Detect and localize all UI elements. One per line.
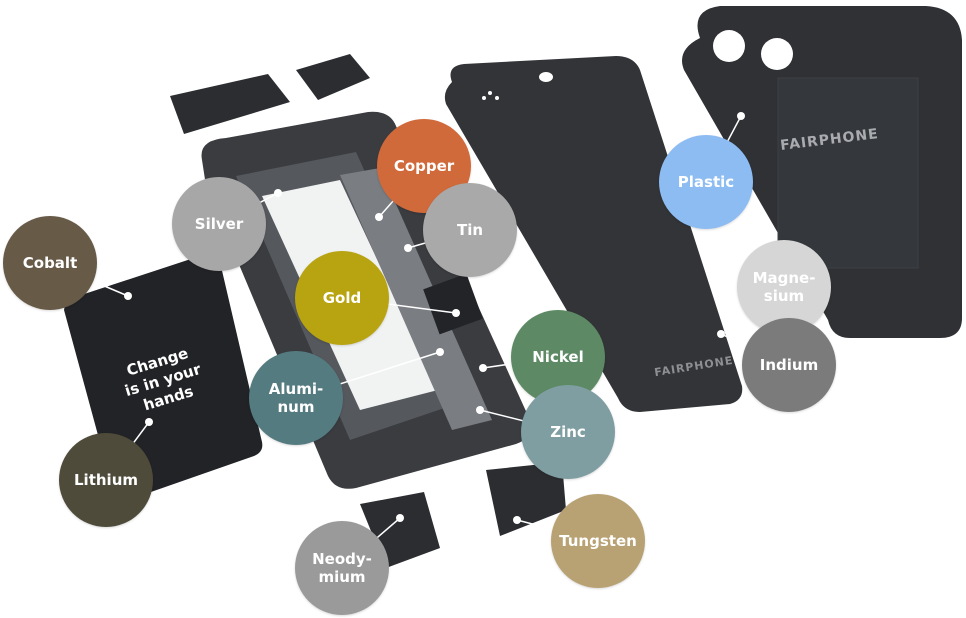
material-bubble-neodymium: Neody- mium [295,521,389,615]
material-label-tungsten: Tungsten [559,532,637,550]
material-dot-plastic [737,112,745,120]
material-label-zinc: Zinc [550,423,586,441]
material-bubble-gold: Gold [295,251,389,345]
material-bubble-zinc: Zinc [521,385,615,479]
camera-module [486,462,566,536]
material-dot-tin [404,244,412,252]
material-bubble-magnesium: Magne- sium [737,240,831,334]
material-label-silver: Silver [194,215,244,233]
material-label-indium: Indium [759,356,819,374]
material-dot-nickel [479,364,487,372]
material-bubble-indium: Indium [742,318,836,412]
material-label-lithium: Lithium [74,471,138,489]
camera-hole-1 [713,30,745,62]
back-cover-label-area [777,77,919,269]
material-bubble-plastic: Plastic [659,135,753,229]
material-dot-indium [717,330,725,338]
material-dot-tungsten [513,516,521,524]
material-label-magnesium: Magne- sium [752,269,816,305]
top-module-2 [296,54,370,100]
material-dot-magnesium [717,300,725,308]
top-module-1 [170,74,290,134]
material-bubble-tin: Tin [423,183,517,277]
circuit-strip [340,168,492,430]
material-dot-gold [452,309,460,317]
material-dot-cobalt [124,292,132,300]
material-bubble-silver: Silver [172,177,266,271]
material-dot-silver [274,189,282,197]
material-bubble-lithium: Lithium [59,433,153,527]
material-label-gold: Gold [322,289,362,307]
material-dot-lithium [145,418,153,426]
material-label-neodymium: Neody- mium [312,550,372,586]
material-label-plastic: Plastic [677,173,735,191]
material-label-cobalt: Cobalt [22,254,78,272]
material-label-aluminum: Alumi- num [268,380,324,416]
front-display [444,56,743,412]
material-dot-neodymium [396,514,404,522]
material-bubble-aluminum: Alumi- num [249,351,343,445]
material-bubble-tungsten: Tungsten [551,494,645,588]
material-dot-copper [375,213,383,221]
material-bubble-cobalt: Cobalt [3,216,97,310]
material-label-tin: Tin [456,221,484,239]
front-camera [539,72,553,82]
camera-hole-2 [761,38,793,70]
material-dot-aluminum [436,348,444,356]
connector-block [423,273,483,335]
material-label-copper: Copper [393,157,455,175]
material-dot-zinc [476,406,484,414]
material-label-nickel: Nickel [532,348,584,366]
